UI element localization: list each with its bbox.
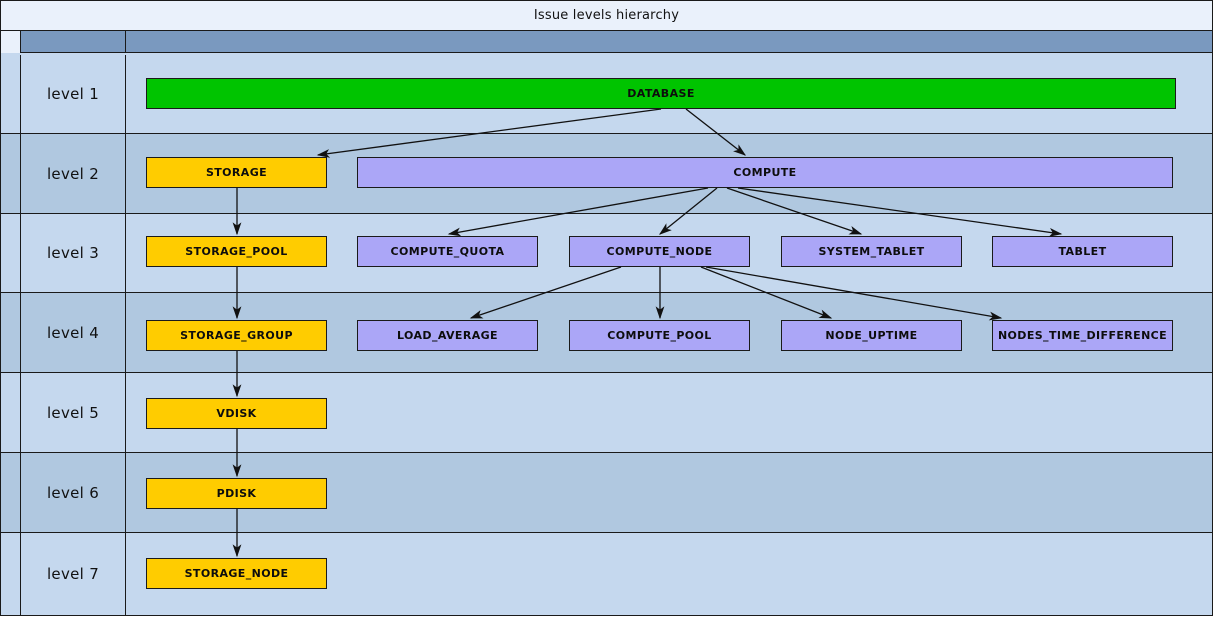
node-system_tablet[interactable]: SYSTEM_TABLET xyxy=(781,236,962,267)
level-label-cell-4: level 4 xyxy=(21,293,126,372)
node-node_uptime[interactable]: NODE_UPTIME xyxy=(781,320,962,351)
hierarchy-table: level 1 level 2 level 3 level 4 level 5 level… xyxy=(0,31,1213,616)
level-label-2: level 2 xyxy=(46,164,100,183)
level-label-4: level 4 xyxy=(46,323,100,342)
node-label-tablet: TABLET xyxy=(1058,245,1107,258)
node-label-compute_quota: COMPUTE_QUOTA xyxy=(390,245,505,258)
node-label-database: DATABASE xyxy=(627,87,695,100)
level-label-cell-7: level 7 xyxy=(21,533,126,615)
header-level-cell xyxy=(21,31,126,53)
node-storage_node[interactable]: STORAGE_NODE xyxy=(146,558,327,589)
node-label-nodes_time_difference: NODES_TIME_DIFFERENCE xyxy=(997,329,1168,342)
diagram-title-bar: Issue levels hierarchy xyxy=(0,0,1213,31)
node-label-storage_group: STORAGE_GROUP xyxy=(180,329,293,342)
row-gutter-6 xyxy=(1,453,21,532)
level-label-cell-2: level 2 xyxy=(21,134,126,213)
level-label-1: level 1 xyxy=(46,85,100,103)
node-label-load_average: LOAD_AVERAGE xyxy=(397,329,498,342)
row-gutter-5 xyxy=(1,373,21,452)
row-gutter-7 xyxy=(1,533,21,615)
node-label-compute_node: COMPUTE_NODE xyxy=(606,245,713,258)
node-load_average[interactable]: LOAD_AVERAGE xyxy=(357,320,538,351)
node-label-pdisk: PDISK xyxy=(216,487,257,500)
node-compute_pool[interactable]: COMPUTE_POOL xyxy=(569,320,750,351)
node-label-node_uptime: NODE_UPTIME xyxy=(825,329,918,342)
level-label-3: level 3 xyxy=(46,244,100,262)
node-database[interactable]: DATABASE xyxy=(146,78,1176,109)
level-label-7: level 7 xyxy=(46,565,100,583)
row-gutter-1 xyxy=(1,55,21,133)
node-label-storage: STORAGE xyxy=(205,166,268,179)
level-label-cell-6: level 6 xyxy=(21,453,126,532)
node-nodes_time_difference[interactable]: NODES_TIME_DIFFERENCE xyxy=(992,320,1173,351)
header-content-cell xyxy=(126,31,1212,53)
level-label-cell-1: level 1 xyxy=(21,55,126,133)
node-tablet[interactable]: TABLET xyxy=(992,236,1173,267)
node-label-vdisk: VDISK xyxy=(216,407,257,420)
node-compute_node[interactable]: COMPUTE_NODE xyxy=(569,236,750,267)
row-gutter-3 xyxy=(1,214,21,292)
node-label-compute: COMPUTE xyxy=(733,166,797,179)
node-storage_group[interactable]: STORAGE_GROUP xyxy=(146,320,327,351)
level-label-cell-3: level 3 xyxy=(21,214,126,292)
level-label-6: level 6 xyxy=(46,483,100,502)
page-title: Issue levels hierarchy xyxy=(533,8,680,23)
node-compute[interactable]: COMPUTE xyxy=(357,157,1173,188)
node-label-compute_pool: COMPUTE_POOL xyxy=(607,329,712,342)
node-label-storage_node: STORAGE_NODE xyxy=(184,567,289,580)
node-compute_quota[interactable]: COMPUTE_QUOTA xyxy=(357,236,538,267)
node-label-storage_pool: STORAGE_POOL xyxy=(185,245,288,258)
node-vdisk[interactable]: VDISK xyxy=(146,398,327,429)
node-storage[interactable]: STORAGE xyxy=(146,157,327,188)
row-gutter-2 xyxy=(1,134,21,213)
level-label-cell-5: level 5 xyxy=(21,373,126,452)
table-header-row xyxy=(1,31,1212,53)
row-gutter-4 xyxy=(1,293,21,372)
node-pdisk[interactable]: PDISK xyxy=(146,478,327,509)
node-storage_pool[interactable]: STORAGE_POOL xyxy=(146,236,327,267)
header-gutter-cell xyxy=(1,31,21,53)
level-label-5: level 5 xyxy=(46,403,100,422)
node-label-system_tablet: SYSTEM_TABLET xyxy=(818,245,925,258)
